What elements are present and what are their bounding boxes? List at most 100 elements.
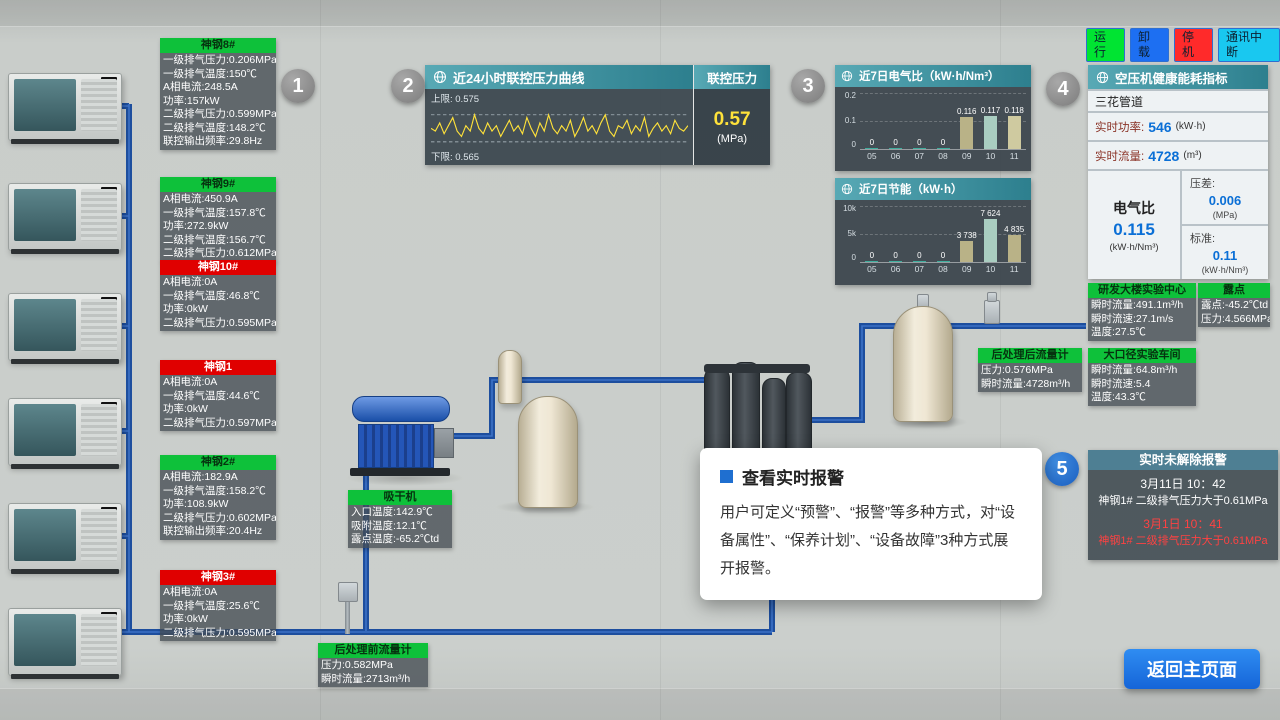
data-line: A相电流:0A <box>163 276 218 288</box>
data-line: A相电流:450.9A <box>163 193 238 205</box>
compressor-unit <box>8 503 122 574</box>
station-name: 吸干机 <box>348 490 452 505</box>
health-panel: 空压机健康能耗指标 三花管道 实时功率: 546 (kW·h) 实时流量: 47… <box>1088 65 1268 279</box>
bar: 0 <box>907 206 931 262</box>
data-line: 压力:0.582MPa <box>321 659 393 671</box>
bar: 0 <box>931 93 955 149</box>
legend-run[interactable]: 运行 <box>1086 28 1125 62</box>
bar-value-label: 0 <box>869 250 875 260</box>
alarm-list: 3月11日 10：42 神钢1# 二级排气压力大于0.61MPa 3月1日 10… <box>1088 470 1278 560</box>
y-tick-label: 0.1 <box>844 115 856 125</box>
step-badge-4[interactable]: 4 <box>1046 72 1080 106</box>
compressor-name: 神钢3# <box>160 570 276 585</box>
linked-pressure-unit: (MPa) <box>717 133 748 145</box>
filter-manifold <box>704 364 810 373</box>
y-tick-label: 0 <box>851 253 856 262</box>
data-line: 一级排气温度:44.6℃ <box>163 389 260 402</box>
bar-value-label: 0.117 <box>980 106 1001 116</box>
flow-sensor-head <box>987 292 997 302</box>
compressor-name: 神钢8# <box>160 38 276 53</box>
pressure-trend-panel: 近24小时联控压力曲线 上限: 0.575 下限: 0.565 联控压力 0.5… <box>425 65 770 165</box>
globe-icon <box>433 70 447 84</box>
lower-limit-label: 下限: 0.565 <box>431 152 480 163</box>
compressor-unit <box>8 398 122 469</box>
legend-stop[interactable]: 停机 <box>1174 28 1213 62</box>
step-badge-2[interactable]: 2 <box>391 69 425 103</box>
data-line: 瞬时流速:5.4 <box>1091 377 1151 390</box>
std-label: 标准: <box>1190 233 1216 245</box>
step-badge-5[interactable]: 5 <box>1045 452 1079 486</box>
flow-value: 4728 <box>1148 147 1180 164</box>
y-tick-label: 0.2 <box>844 91 856 100</box>
bar-value-label: 0.116 <box>957 106 977 116</box>
flow-unit: (m³) <box>1183 150 1202 161</box>
x-tick-label: 06 <box>890 151 901 161</box>
globe-icon <box>1096 71 1109 84</box>
legend-comm-lost[interactable]: 通讯中断 <box>1218 28 1280 62</box>
data-line: 瞬时流量:64.8m³/h <box>1091 364 1178 376</box>
data-line: 一级排气温度:46.8℃ <box>163 289 260 302</box>
flow-sensor <box>338 582 358 602</box>
data-line: A相电流:0A <box>163 376 218 388</box>
legend-unload[interactable]: 卸载 <box>1130 28 1169 62</box>
x-tick-label: 06 <box>890 264 901 274</box>
data-line: 功率:0kW <box>163 303 208 315</box>
bar: 0 <box>884 93 908 149</box>
bar-value-label: 0 <box>893 137 898 147</box>
bar: 3 738 <box>955 206 979 262</box>
data-line: 压力:4.566MPa <box>1201 312 1270 325</box>
alarm-panel-title: 实时未解除报警 <box>1088 450 1278 470</box>
alarm-tooltip: 查看实时报警 用户可定义“预警”、“报警”等多种方式，对“设备属性”、“保养计划… <box>700 448 1042 601</box>
bar-value-label: 7 624 <box>980 209 1001 219</box>
x-tick-label: 09 <box>962 264 972 274</box>
data-line: A相电流:248.5A <box>163 81 238 93</box>
bar: 0.116 <box>955 93 979 149</box>
standard-cell: 标准: 0.11 (kW·h/Nm³) <box>1182 226 1268 279</box>
x-tick-label: 10 <box>985 264 996 274</box>
return-home-button[interactable]: 返回主页面 <box>1124 649 1260 689</box>
x-tick-label: 10 <box>985 151 996 161</box>
compressor-name: 神钢9# <box>160 177 276 192</box>
station-name: 露点 <box>1198 283 1270 298</box>
dryer-base <box>350 468 450 476</box>
data-line: A相电流:0A <box>163 586 218 598</box>
bar: 7 624 <box>979 206 1003 262</box>
alarm-time: 3月11日 10：42 <box>1140 477 1226 491</box>
compressor-unit <box>8 293 122 364</box>
compressor-unit <box>8 608 122 679</box>
bar: 0 <box>860 206 884 262</box>
linked-pressure-value: 0.57 <box>713 109 751 130</box>
x-tick-label: 11 <box>1009 264 1019 274</box>
dryer-control-box <box>434 428 454 458</box>
data-line: 瞬时流量:2713m³/h <box>321 672 411 685</box>
data-line: 一级排气温度:157.8℃ <box>163 206 266 219</box>
y-tick-label: 10k <box>843 204 856 213</box>
step-badge-1[interactable]: 1 <box>281 69 315 103</box>
data-line: 吸附温度:12.1℃ <box>351 519 427 532</box>
data-line: 入口温度:142.9℃ <box>351 506 433 518</box>
bar-value-label: 3 738 <box>956 231 977 241</box>
data-line: 联控输出频率:29.8Hz <box>163 135 263 147</box>
data-line: 二级排气压力:0.597MPa <box>163 416 276 429</box>
elec-ratio-cell: 电气比 0.115 (kW·h/Nm³) <box>1088 171 1180 279</box>
bar-value-label: 0 <box>940 137 946 147</box>
step-badge-3[interactable]: 3 <box>791 69 825 103</box>
data-line: 功率:272.9kW <box>163 220 229 232</box>
status-legend: 运行 卸载 停机 通讯中断 <box>1086 28 1280 62</box>
